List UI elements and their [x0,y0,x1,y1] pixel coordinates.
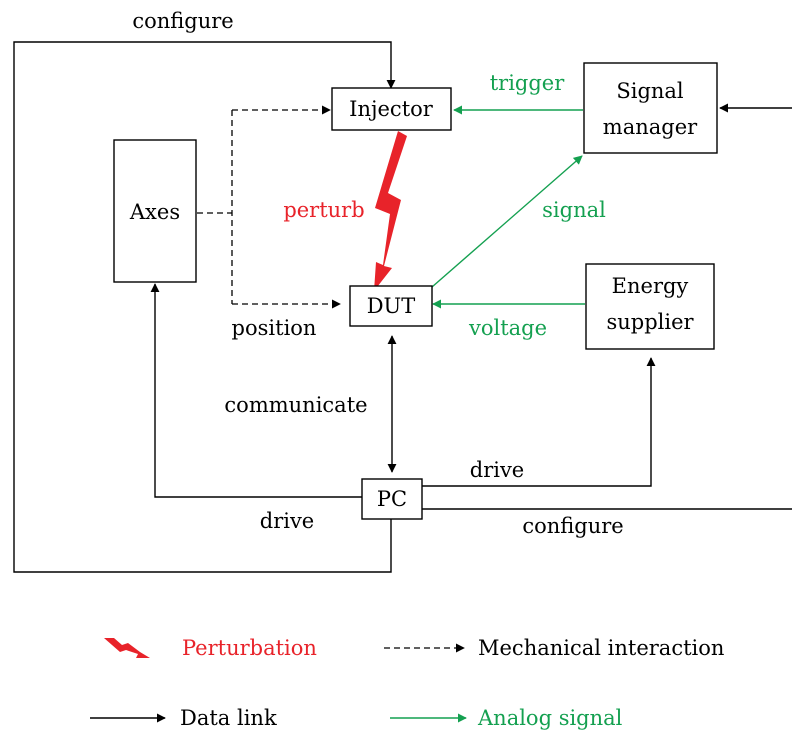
signal-manager-box [583,62,718,154]
pc-label: PC [377,487,407,511]
injector-box [331,87,452,131]
edge-label-communicate: communicate [224,393,367,417]
injector-label: Injector [349,97,434,121]
signal-line [431,155,583,288]
legend-perturbation-label: Perturbation [182,636,317,660]
configure-loop-line [13,41,396,573]
dut-box [349,285,433,327]
perturbation-bolt [374,131,407,291]
edge-label-configure-bottom: configure [522,514,623,538]
signal-manager-label-line1: Signal [616,79,684,103]
legend-analog-label: Analog signal [477,706,623,730]
drive-axes-line [150,283,362,498]
edge-label-position: position [232,316,317,340]
edge-label-perturb: perturb [283,198,364,222]
drive-energy-line [422,357,656,487]
edge-label-trigger: trigger [490,71,566,95]
edge-label-configure-top: configure [132,9,233,33]
legend-perturbation-icon [104,638,150,658]
legend-mechanical-label: Mechanical interaction [478,636,724,660]
pc-box [361,478,423,520]
energy-supplier-box [585,263,715,350]
edge-label-drive-axes: drive [260,509,315,533]
edge-label-voltage: voltage [468,316,547,340]
axes-box [113,139,197,283]
edge-label-drive-energy: drive [470,458,525,482]
energy-supplier-label-line2: supplier [606,310,694,334]
energy-supplier-label-line1: Energy [612,274,689,298]
signal-manager-label-line2: manager [603,115,698,139]
dut-label: DUT [367,294,416,318]
axes-label: Axes [129,200,180,224]
legend-data-link-label: Data link [180,706,277,730]
edge-label-signal: signal [542,198,606,222]
